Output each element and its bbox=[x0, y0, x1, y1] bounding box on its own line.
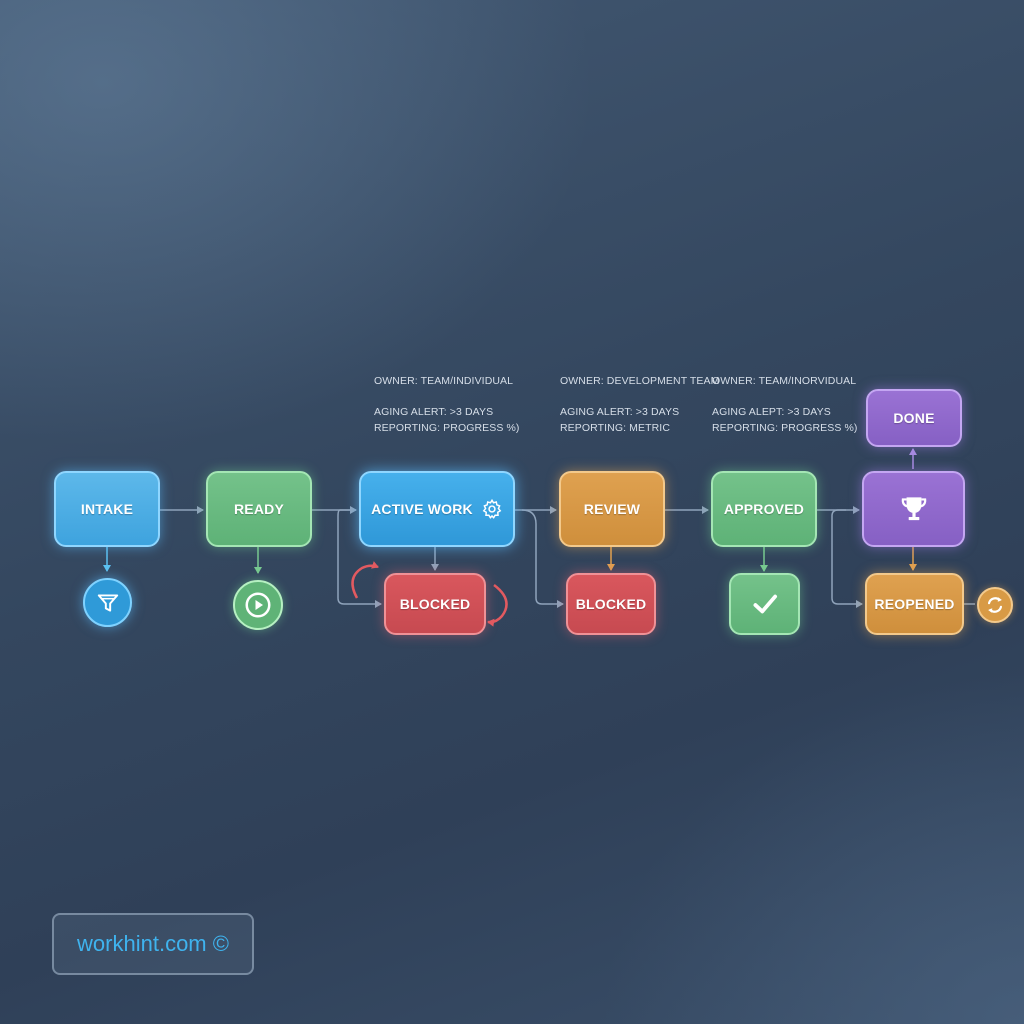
stage-blocked-2-label: BLOCKED bbox=[575, 596, 647, 612]
watermark-badge: workhint.com © bbox=[52, 913, 254, 975]
approved-owner: OWNER: TEAM/INORVIDUAL bbox=[712, 375, 857, 387]
stage-active-work[interactable]: ACTIVE WORK bbox=[359, 471, 515, 547]
stage-done-label: DONE bbox=[893, 410, 935, 426]
refresh-icon[interactable] bbox=[977, 587, 1013, 623]
checkmark-icon bbox=[748, 587, 782, 621]
stage-reopened[interactable]: REOPENED bbox=[865, 573, 964, 635]
stage-blocked-1[interactable]: BLOCKED bbox=[384, 573, 486, 635]
connector-branch-blocked-2 bbox=[521, 509, 564, 608]
stage-review-label: REVIEW bbox=[583, 501, 641, 517]
stage-reopened-label: REOPENED bbox=[874, 596, 955, 612]
stage-approved-label: APPROVED bbox=[723, 501, 805, 517]
stage-active-work-label: ACTIVE WORK bbox=[371, 501, 473, 517]
funnel-icon bbox=[83, 578, 132, 627]
stage-intake[interactable]: INTAKE bbox=[54, 471, 160, 547]
loop-arrow-left bbox=[351, 561, 379, 599]
stage-blocked-2[interactable]: BLOCKED bbox=[566, 573, 656, 635]
stage-approved[interactable]: APPROVED bbox=[711, 471, 817, 547]
review-reporting: REPORTING: METRIC bbox=[560, 422, 671, 434]
connector-branch-reopened bbox=[831, 509, 863, 608]
stage-trophy[interactable] bbox=[862, 471, 965, 547]
stage-done[interactable]: DONE bbox=[866, 389, 962, 447]
loop-arrow-right bbox=[487, 584, 508, 627]
review-aging: AGING ALERT: >3 DAYS bbox=[560, 406, 680, 418]
watermark-text: workhint.com © bbox=[77, 931, 229, 956]
active-work-reporting: REPORTING: PROGRESS %) bbox=[374, 422, 520, 434]
approved-aging: AGING ALEPT: >3 DAYS bbox=[712, 406, 831, 418]
gear-icon bbox=[481, 498, 503, 520]
stage-blocked-1-label: BLOCKED bbox=[399, 596, 471, 612]
trophy-icon bbox=[897, 492, 931, 526]
approved-reporting: REPORTING: PROGRESS %) bbox=[712, 422, 858, 434]
stage-intake-label: INTAKE bbox=[80, 501, 134, 517]
stage-ready[interactable]: READY bbox=[206, 471, 312, 547]
approved-check-box[interactable] bbox=[729, 573, 800, 635]
connector-branch-blocked-1 bbox=[337, 509, 382, 608]
stage-review[interactable]: REVIEW bbox=[559, 471, 665, 547]
review-owner: OWNER: DEVELOPMENT TEAM bbox=[560, 375, 720, 387]
active-work-aging: AGING ALERT: >3 DAYS bbox=[374, 406, 494, 418]
stage-ready-label: READY bbox=[233, 501, 284, 517]
play-icon[interactable] bbox=[233, 580, 283, 630]
active-work-owner: OWNER: TEAM/INDIVIDUAL bbox=[374, 375, 514, 387]
